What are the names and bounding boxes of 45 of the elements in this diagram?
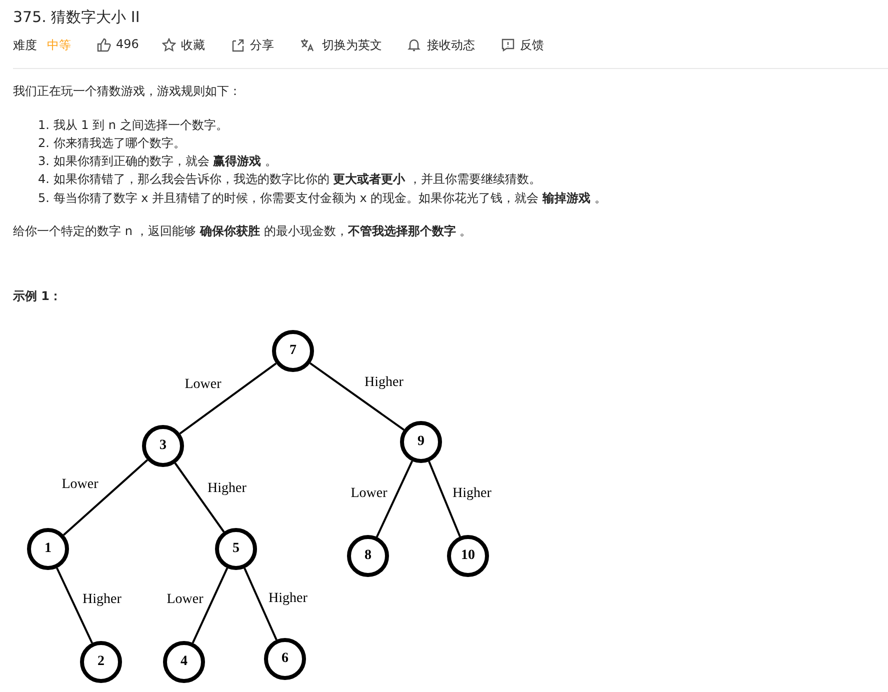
tree-node-circle: 2 bbox=[80, 641, 122, 683]
edge-label: Lower bbox=[62, 477, 98, 493]
like-count: 496 bbox=[116, 37, 139, 51]
rule-item: 5. 每当你猜了数字 x 并且猜错了的时候，你需要支付金额为 x 的现金。如果你花光了钱，就会 输掉游戏 。 bbox=[38, 190, 606, 207]
edge-label: Higher bbox=[364, 375, 404, 391]
translate-link: 切换为英文 bbox=[322, 37, 382, 54]
tree-edge bbox=[428, 461, 461, 537]
edge-label: Lower bbox=[184, 377, 222, 393]
difficulty-value: 中等 bbox=[47, 37, 71, 54]
feedback-link: 反馈 bbox=[520, 37, 544, 54]
tree-node-circle: 4 bbox=[163, 641, 205, 683]
edge-label: Lower bbox=[350, 486, 388, 502]
tree-edge bbox=[56, 568, 93, 644]
edge-label: Higher bbox=[268, 591, 308, 607]
rule-item: 4. 如果你猜错了，那么我会告诉你，我选的数字比你的 更大或者更小 ，并且你需要继续猜数。 bbox=[38, 171, 541, 188]
tree-node-circle: 9 bbox=[400, 421, 442, 463]
tree-node-circle: 8 bbox=[347, 535, 389, 577]
tree-edge bbox=[192, 568, 228, 644]
edge-label: Higher bbox=[452, 486, 492, 502]
difficulty-label: 难度 bbox=[13, 37, 37, 54]
tree-edge bbox=[62, 459, 148, 536]
example-heading: 示例 1： bbox=[13, 288, 62, 305]
share-link: 分享 bbox=[250, 37, 274, 54]
page-title: 375. 猜数字大小 II bbox=[13, 8, 140, 27]
tree-node-circle: 6 bbox=[264, 638, 306, 680]
rule-item: 1. 我从 1 到 n 之间选择一个数字。 bbox=[38, 117, 228, 134]
tree-node-circle: 7 bbox=[272, 330, 314, 372]
intro-text: 我们正在玩一个猜数游戏，游戏规则如下： bbox=[13, 83, 241, 100]
task-text: 给你一个特定的数字 n ，返回能够 确保你获胜 的最小现金数，不管我选择那个数字 。 bbox=[13, 223, 472, 240]
tree-edge bbox=[244, 568, 278, 640]
tree-node-circle: 3 bbox=[142, 425, 184, 467]
tree-edge bbox=[179, 362, 277, 434]
subscribe-link: 接收动态 bbox=[427, 37, 475, 54]
rule-item: 2. 你来猜我选了哪个数字。 bbox=[38, 135, 186, 152]
tree-node-circle: 5 bbox=[215, 528, 257, 570]
tree-edge bbox=[376, 460, 414, 538]
tree-edge bbox=[174, 462, 225, 532]
rule-item: 3. 如果你猜到正确的数字，就会 赢得游戏 。 bbox=[38, 153, 277, 170]
edge-label: Lower bbox=[166, 592, 204, 608]
tree-edge bbox=[310, 362, 404, 431]
edge-label: Higher bbox=[208, 481, 246, 497]
tree-node-circle: 1 bbox=[27, 528, 69, 570]
tree-node-circle: 10 bbox=[447, 535, 489, 577]
edge-label: Higher bbox=[82, 592, 122, 608]
favorite-link: 收藏 bbox=[181, 37, 205, 54]
